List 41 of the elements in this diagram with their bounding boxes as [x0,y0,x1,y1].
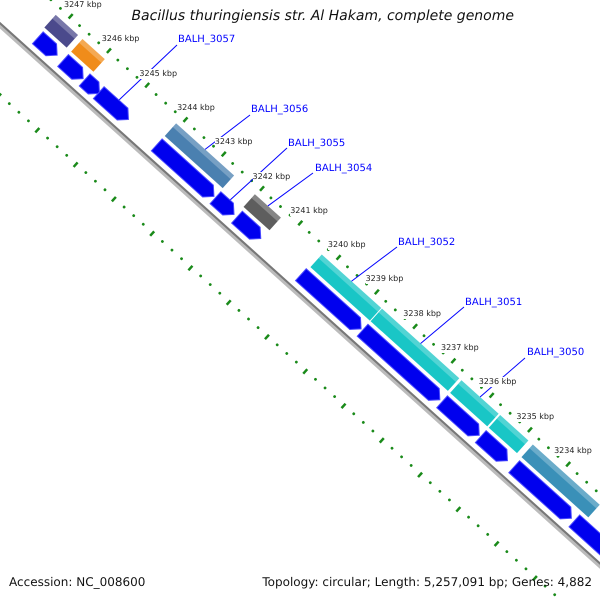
cds-block [209,191,235,216]
leader-line [351,246,398,282]
gene-label: BALH_3057 [178,34,236,46]
cds-block [230,210,262,240]
leader-line [420,306,464,344]
cds-block [474,430,508,462]
leader-line [267,172,314,206]
leader-line [204,114,250,150]
leader-line [230,148,288,200]
scale-label: 3244 kbp [177,102,215,113]
cds-block [356,324,440,401]
diagram-title: Bacillus thuringiensis str. Al Hakam, complete genome [131,10,514,22]
cds-block [57,54,84,80]
gene-label: BALH_3055 [288,138,346,150]
scale-label: 3236 kbp [478,377,516,388]
scale-label: 3241 kbp [290,206,328,216]
scale-label: 3247 kbp [64,0,102,10]
cds-block [32,31,58,56]
gene-label: BALH_3052 [398,237,456,249]
cds-block [294,268,362,330]
gene-label: BALH_3051 [465,297,522,309]
gene-label: BALH_3050 [527,347,584,359]
scale-label: 3234 kbp [554,446,592,456]
gene-label: BALH_3054 [315,163,372,175]
scale-label: 3237 kbp [441,343,479,353]
scale-label: 3235 kbp [516,412,554,422]
scale-label: 3242 kbp [252,172,290,182]
cds-block [92,86,129,121]
footer-text: Accession: NC_008600 [9,576,146,588]
scale-label: 3240 kbp [328,240,366,250]
scale-label: 3243 kbp [214,137,252,148]
gene-bar [521,444,600,518]
scale-label: 3238 kbp [403,308,441,319]
cds-block [150,138,214,198]
cds-block [436,395,480,436]
scale-label: 3239 kbp [366,274,404,284]
cds-block [508,460,572,520]
footer-text: Topology: circular; Length: 5,257,091 bp; Genes: 4,882 [262,576,592,588]
scale-label: 3246 kbp [102,34,140,44]
gene-label: BALH_3056 [251,104,308,116]
scale-label: 3245 kbp [139,68,178,79]
